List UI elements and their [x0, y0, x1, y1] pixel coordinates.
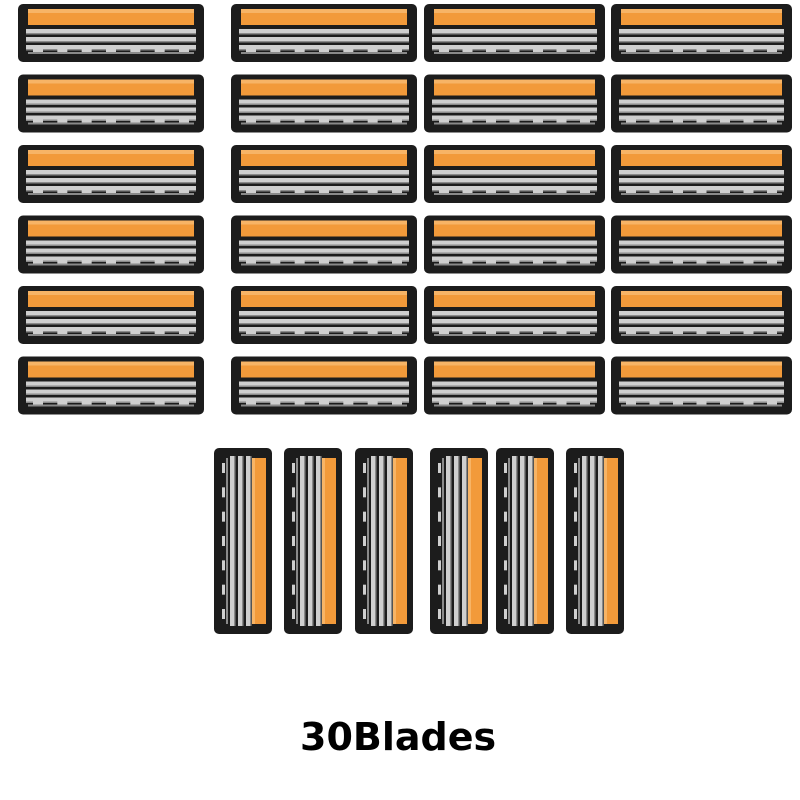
razor-cartridge-icon: [231, 145, 417, 203]
razor-cartridge-icon: [611, 215, 792, 274]
razor-cartridge-icon: [231, 74, 417, 133]
razor-cartridge-icon: [355, 448, 413, 634]
blade-cartridge-grid: [18, 4, 792, 634]
razor-cartridge-icon: [424, 145, 605, 203]
razor-cartridge-icon: [231, 215, 417, 274]
razor-cartridge-icon: [424, 4, 605, 62]
razor-cartridge-icon: [430, 448, 488, 634]
razor-cartridge-icon: [611, 4, 792, 62]
razor-cartridge-icon: [496, 448, 554, 634]
razor-cartridge-icon: [18, 4, 204, 62]
razor-cartridge-icon: [424, 356, 605, 415]
razor-cartridge-icon: [566, 448, 624, 634]
razor-cartridge-icon: [424, 286, 605, 344]
razor-cartridge-icon: [18, 286, 204, 344]
razor-cartridge-icon: [18, 215, 204, 274]
product-caption: 30Blades: [300, 715, 497, 759]
razor-cartridge-icon: [18, 356, 204, 415]
razor-cartridge-icon: [214, 448, 272, 634]
razor-cartridge-icon: [611, 356, 792, 415]
razor-cartridge-icon: [611, 74, 792, 133]
razor-cartridge-icon: [231, 356, 417, 415]
razor-cartridge-icon: [231, 286, 417, 344]
razor-cartridge-icon: [424, 74, 605, 133]
razor-cartridge-icon: [18, 74, 204, 133]
razor-cartridge-icon: [424, 215, 605, 274]
razor-cartridge-icon: [611, 145, 792, 203]
razor-cartridge-icon: [231, 4, 417, 62]
razor-cartridge-icon: [611, 286, 792, 344]
razor-cartridge-icon: [18, 145, 204, 203]
razor-cartridge-icon: [284, 448, 342, 634]
